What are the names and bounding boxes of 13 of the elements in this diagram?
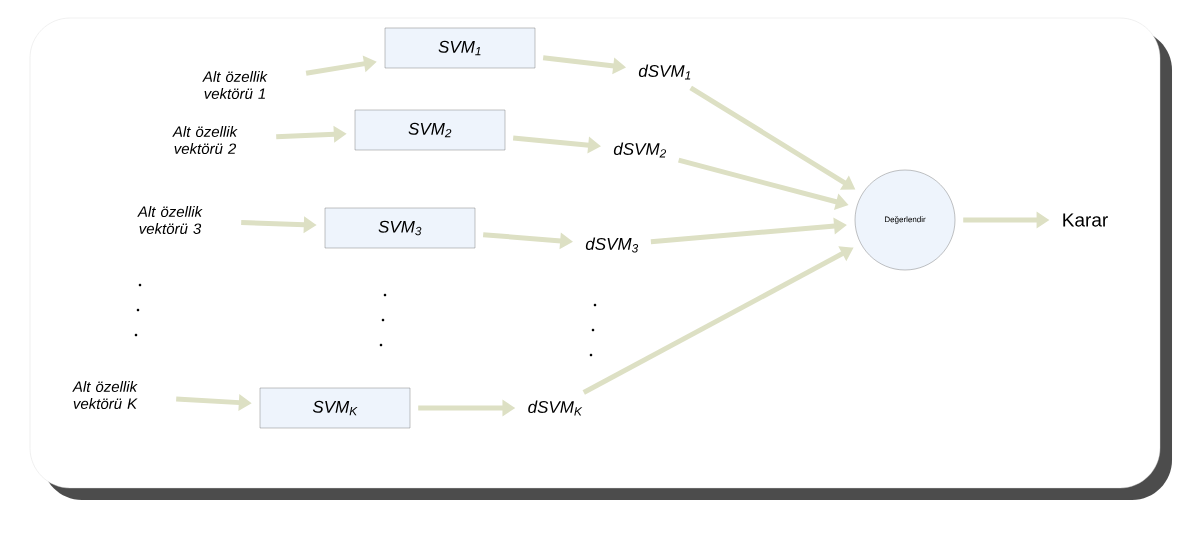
output-label: dSVM$_{1}$ — [638, 64, 691, 80]
input-label: Alt özellik vektörü 3 — [137, 206, 203, 234]
output-label: dSVM$_{K}$ — [528, 400, 583, 416]
input-label: Alt özellik vektörü 1 — [202, 71, 268, 99]
svm-box: SVM$_{1}$ — [384, 27, 536, 69]
input-label: Alt özellik vektörü K — [72, 381, 138, 409]
svm-box: SVM$_{3}$ — [324, 207, 476, 249]
input-label: Alt özellik vektörü 2 — [172, 126, 238, 154]
svm-box: SVM$_{K}$ — [259, 387, 411, 429]
decision-label: Karar — [1063, 213, 1108, 227]
output-label: dSVM$_{3}$ — [585, 237, 639, 253]
svm-box: SVM$_{2}$ — [354, 109, 506, 151]
output-label: dSVM$_{2}$ — [613, 142, 667, 158]
